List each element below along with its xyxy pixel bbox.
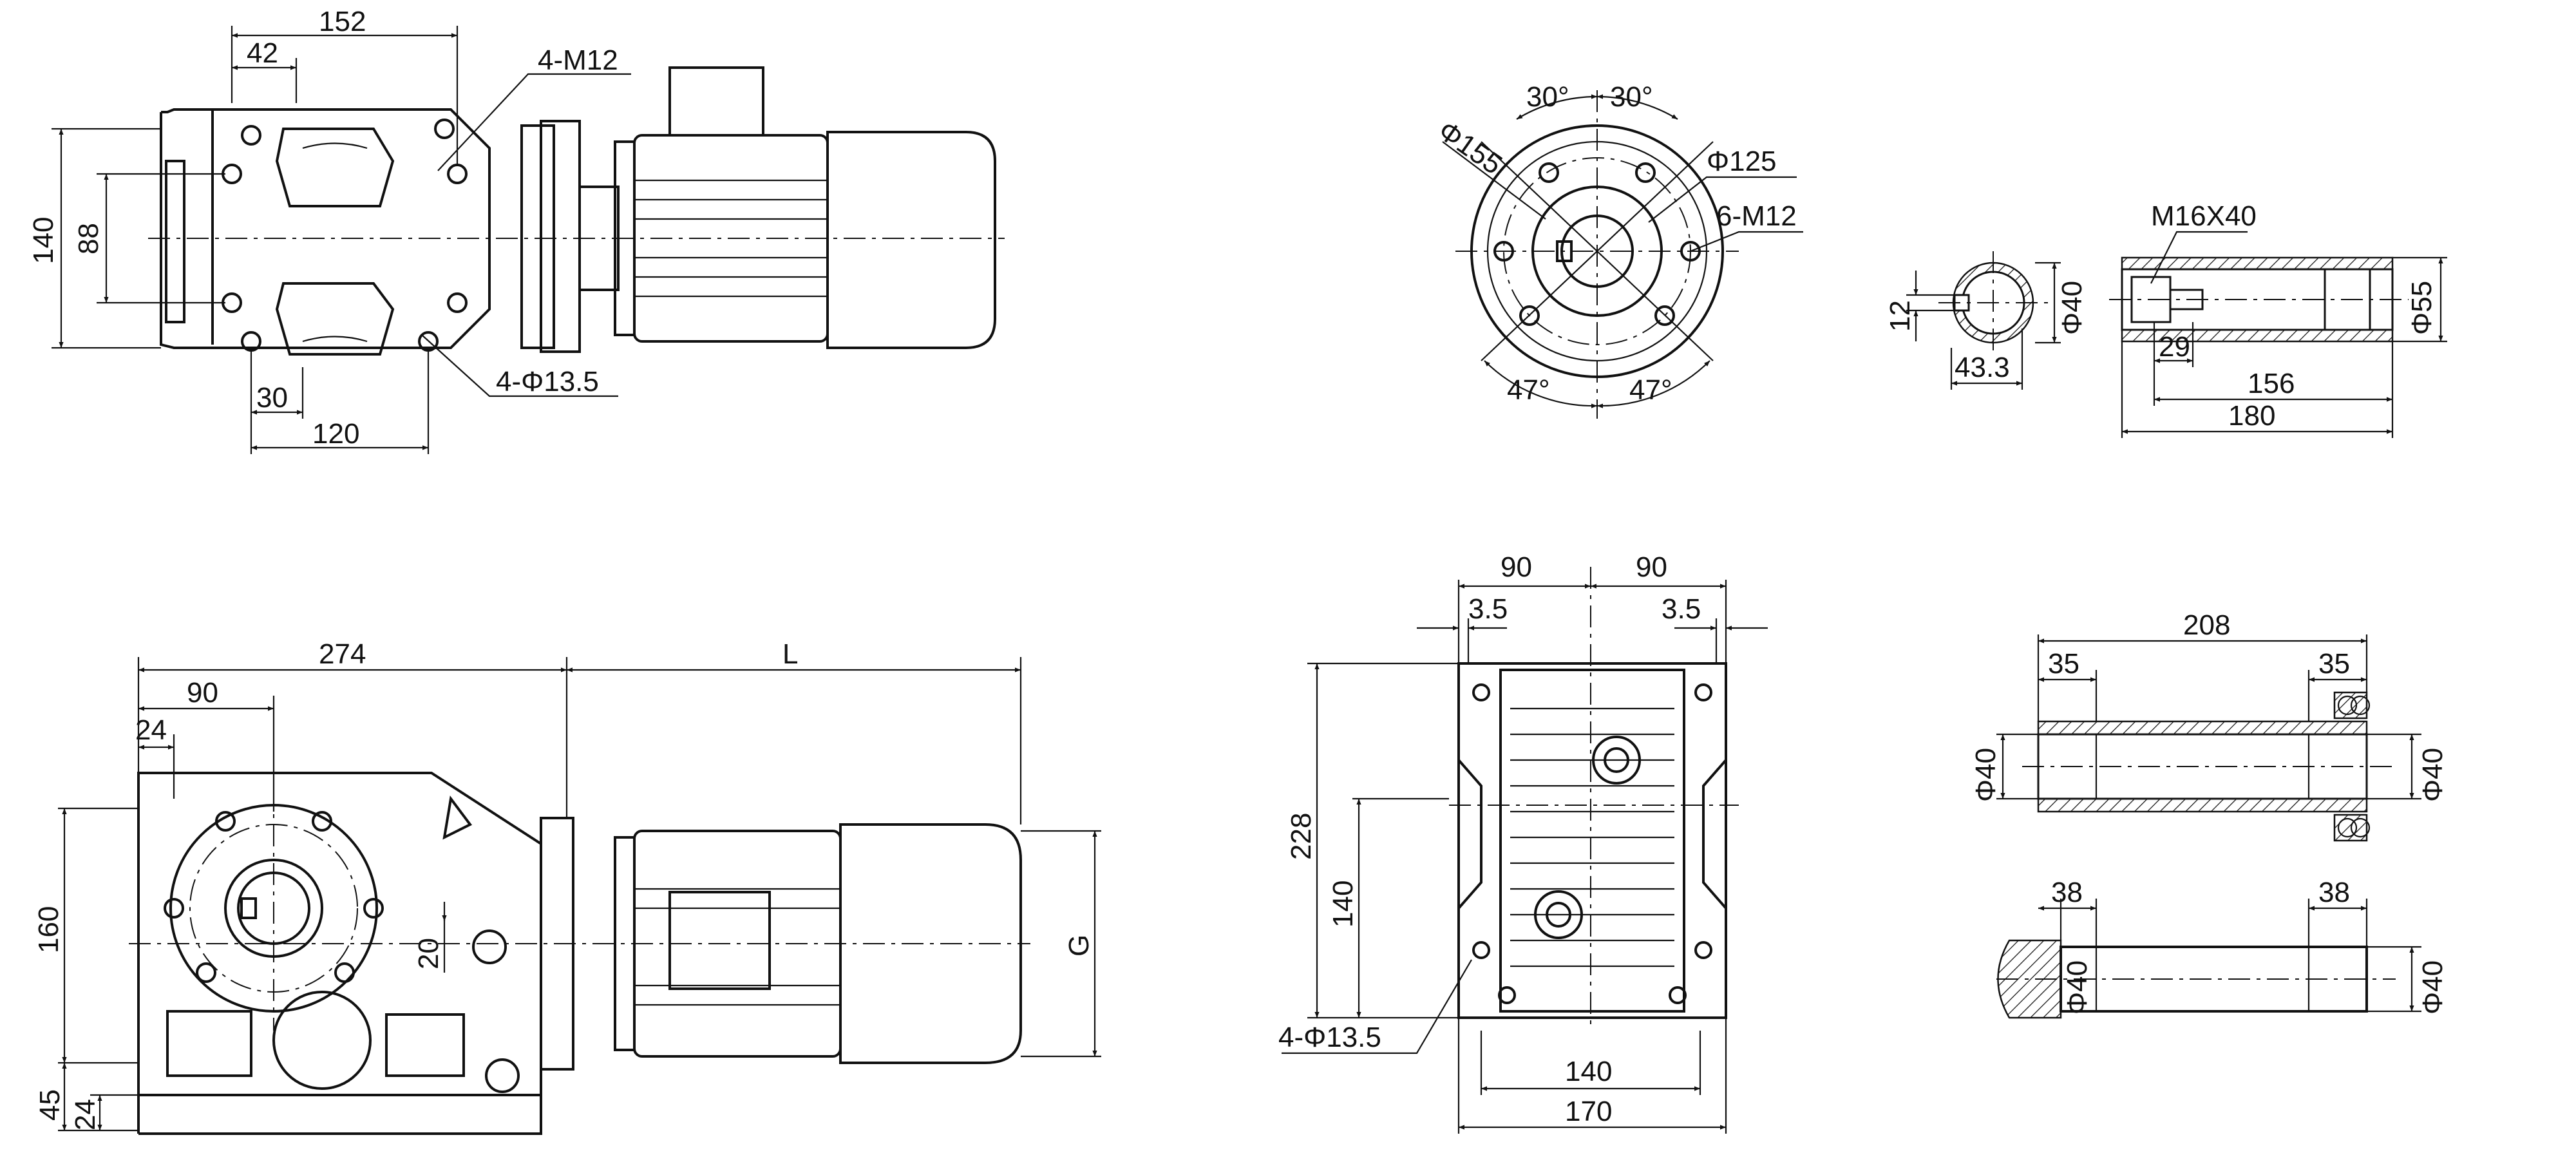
dim-3-5-right: 3.5 <box>1662 593 1701 625</box>
angle-47-left: 47° <box>1507 374 1550 406</box>
dim-d155: Φ155 <box>1432 115 1508 180</box>
dim-274: 274 <box>319 638 366 670</box>
dimensions-top <box>52 26 631 454</box>
dim-42: 42 <box>247 37 278 69</box>
dim-160: 160 <box>33 906 64 953</box>
dim-156: 156 <box>2248 368 2295 399</box>
label-4-holes-foot: 4-Φ13.5 <box>1278 1022 1381 1053</box>
dim-d40-right-b: Φ40 <box>2417 960 2448 1015</box>
dim-30: 30 <box>256 382 288 414</box>
dim-120: 120 <box>312 418 359 450</box>
angle-30-left: 30° <box>1526 81 1569 113</box>
dim-152: 152 <box>319 6 366 37</box>
dim-3-5-left: 3.5 <box>1468 593 1508 625</box>
front-view: 274 L 90 24 160 20 G 45 24 <box>33 638 1101 1135</box>
dim-d125: Φ125 <box>1707 146 1777 177</box>
dim-d40-section: Φ40 <box>2056 281 2088 335</box>
dim-180: 180 <box>2228 400 2275 432</box>
dim-208: 208 <box>2183 609 2230 641</box>
dim-43-3: 43.3 <box>1955 352 2010 383</box>
dim-45: 45 <box>34 1089 66 1121</box>
dim-29: 29 <box>2159 331 2190 363</box>
foot-view: 90 90 3.5 3.5 228 140 4-Φ13.5 140 170 <box>1278 551 1768 1134</box>
dim-35-right: 35 <box>2318 648 2350 680</box>
dim-g: G <box>1063 935 1095 957</box>
dim-90-front: 90 <box>187 677 218 709</box>
dim-l: L <box>782 638 798 670</box>
dim-24-base: 24 <box>70 1099 101 1130</box>
dim-12: 12 <box>1884 300 1916 332</box>
dim-90-right: 90 <box>1636 551 1667 583</box>
angle-30-right: 30° <box>1610 81 1653 113</box>
flange-view: 30° 30° Φ155 Φ125 6-M12 47° 47° <box>1432 81 1803 419</box>
dim-d40-left-a: Φ40 <box>1970 748 2002 802</box>
gearbox-body-top <box>160 108 620 356</box>
dim-d40-right-a: Φ40 <box>2417 748 2448 802</box>
dim-90-left: 90 <box>1501 551 1532 583</box>
label-6-m12: 6-M12 <box>1716 200 1797 232</box>
label-4-m12: 4-M12 <box>538 44 618 76</box>
dim-38-right: 38 <box>2318 877 2350 908</box>
angle-47-right: 47° <box>1629 374 1672 406</box>
dimensions-front <box>58 657 1101 1132</box>
dim-140: 140 <box>28 217 59 264</box>
dim-24-front: 24 <box>135 714 167 746</box>
shaft-variant-b: 38 38 Φ40 Φ40 <box>1996 877 2448 1019</box>
gearbox-body-front <box>137 772 574 1135</box>
label-4-holes-top: 4-Φ13.5 <box>496 366 599 397</box>
dim-38-left: 38 <box>2051 877 2083 908</box>
dim-d55: Φ55 <box>2406 281 2438 335</box>
shaft-variant-a: 208 35 35 Φ40 Φ40 <box>1970 609 2448 842</box>
hollow-shaft: M16X40 Φ55 29 156 180 <box>2109 200 2447 438</box>
dim-140-vertical: 140 <box>1327 881 1359 928</box>
dim-228: 228 <box>1285 813 1317 860</box>
dim-20: 20 <box>413 938 444 969</box>
dim-88: 88 <box>73 223 104 254</box>
dim-d40-left-b: Φ40 <box>2061 960 2093 1015</box>
dim-35-left: 35 <box>2048 648 2079 680</box>
dimensions-foot <box>1282 580 1768 1134</box>
dim-170: 170 <box>1565 1096 1612 1127</box>
dim-140-horizontal: 140 <box>1565 1056 1612 1087</box>
motor-top <box>614 66 996 349</box>
top-view: 152 42 140 88 30 120 4-M12 4-Φ13.5 <box>28 6 1005 454</box>
label-m16x40: M16X40 <box>2151 200 2257 232</box>
shaft-section: 12 43.3 Φ40 <box>1884 251 2088 390</box>
